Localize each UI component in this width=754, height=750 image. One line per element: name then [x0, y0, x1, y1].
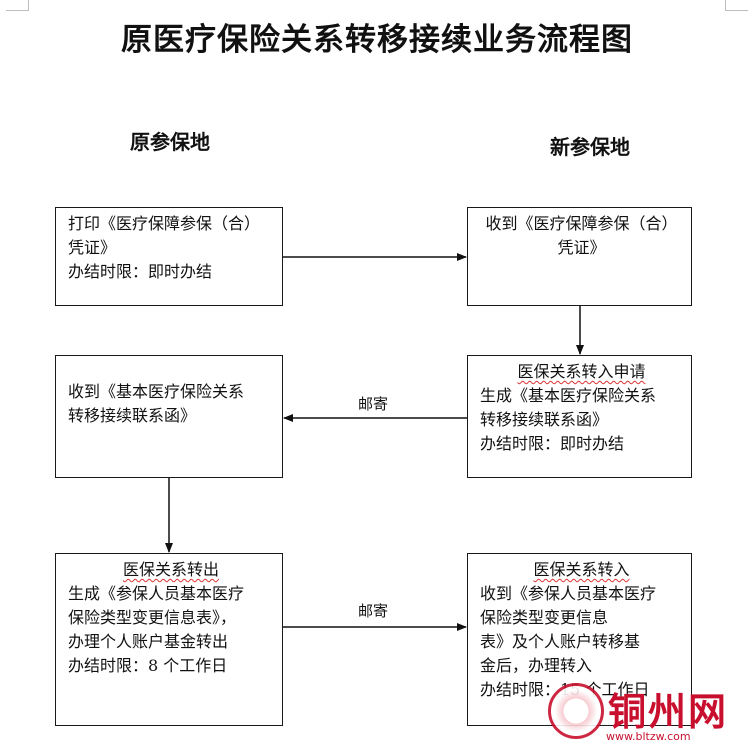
watermark-name: 铜州网 — [608, 689, 729, 734]
step-transfer-out: 医保关系转出 生成《参保人员基本医疗 保险类型变更信息表》， 办理个人账户基金转… — [55, 553, 283, 726]
step-transfer-in: 医保关系转入 收到《参保人员基本医疗 保险类型变更信息 表》及个人账户转移基 金… — [467, 553, 692, 726]
page-corner-mark — [725, 0, 748, 11]
box-line: 办理个人账户基金转出 — [68, 632, 229, 651]
box-heading-text: 医保关系转入申请 — [517, 362, 646, 381]
watermark-seal-icon — [548, 683, 604, 739]
page-title: 原医疗保险关系转移接续业务流程图 — [121, 22, 633, 58]
box-line: 保险类型变更信息表》， — [68, 608, 237, 627]
box-line: 收到《参保人员基本医疗 — [480, 584, 657, 603]
box-line: 生成《基本医疗保险关系 — [480, 386, 657, 405]
box-line: 收到《医疗保障参保（合） — [485, 214, 678, 233]
box-line: 办结时限：即时办结 — [68, 262, 213, 281]
box-line: 凭证》 — [68, 238, 117, 257]
step-receive-contact-letter: 收到《基本医疗保险关系 转移接续联系函》 — [55, 355, 283, 478]
box-line: 表》及个人账户转移基 — [480, 632, 641, 651]
box-line: 打印《医疗保障参保（合） — [68, 214, 261, 233]
box-line: 办结时限：即时办结 — [480, 434, 625, 453]
column-heading-original: 原参保地 — [130, 130, 210, 154]
box-line: 生成《参保人员基本医疗 — [68, 584, 245, 603]
edge-label-mail: 邮寄 — [358, 395, 389, 413]
column-heading-new: 新参保地 — [550, 135, 630, 159]
box-line: 转移接续联系函》 — [68, 406, 197, 425]
box-line: 凭证》 — [557, 238, 606, 257]
box-line: 金后，办理转入 — [480, 656, 593, 675]
step-print-certificate: 打印《医疗保障参保（合） 凭证》 办结时限：即时办结 — [55, 207, 283, 306]
box-heading: 医保关系转入 — [480, 558, 683, 582]
step-receive-certificate: 收到《医疗保障参保（合） 凭证》 — [467, 207, 692, 306]
box-line: 收到《基本医疗保险关系 — [68, 382, 245, 401]
box-heading-text: 医保关系转出 — [122, 560, 219, 579]
box-line: 保险类型变更信息 — [480, 608, 609, 627]
watermark-url: www.bltzw.com — [606, 730, 691, 743]
step-transfer-in-application: 医保关系转入申请 生成《基本医疗保险关系 转移接续联系函》 办结时限：即时办结 — [467, 355, 692, 478]
edge-label-mail: 邮寄 — [358, 602, 389, 620]
box-line: 办结时限：8 个工作日 — [68, 656, 228, 675]
box-heading: 医保关系转入申请 — [480, 360, 683, 384]
box-line: 转移接续联系函》 — [480, 410, 609, 429]
page-corner-mark — [6, 0, 29, 11]
box-heading: 医保关系转出 — [68, 558, 274, 582]
watermark: 铜州网 www.bltzw.com — [548, 683, 748, 747]
box-heading-text: 医保关系转入 — [533, 560, 630, 579]
